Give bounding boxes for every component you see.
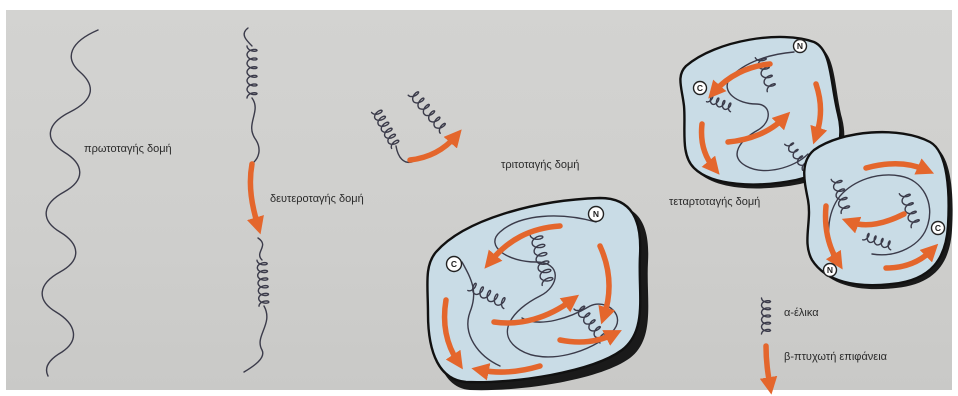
- tertiary-label: τριτοταγής δομή: [501, 159, 579, 171]
- secondary-structure: δευτεροταγής δομή: [244, 28, 364, 372]
- legend-helix-label: α-έλικα: [784, 307, 819, 319]
- svg-text:N: N: [797, 41, 803, 51]
- helix-coil: [372, 110, 399, 148]
- helix-coil: [247, 46, 257, 98]
- secondary-label: δευτεροταγής δομή: [270, 193, 364, 205]
- primary-chain: [42, 30, 98, 376]
- quaternary-2-n-terminus: N: [824, 264, 837, 277]
- tertiary-fragment: τριτοταγής δομή: [372, 92, 580, 171]
- helix-coil: [257, 260, 269, 306]
- secondary-chain-top: [244, 28, 252, 46]
- legend: α-έλικα β-πτυχωτή επιφάνεια: [762, 298, 888, 386]
- fragment-helix-right: [408, 92, 445, 133]
- legend-helix-icon: [762, 298, 771, 334]
- quaternary-label: τεταρτοταγής δομή: [669, 196, 760, 208]
- legend-sheet-item: β-πτυχωτή επιφάνεια: [766, 346, 888, 386]
- tertiary-c-terminus: C: [447, 257, 462, 272]
- secondary-chain-lower: [258, 238, 263, 260]
- primary-structure: πρωτοταγής δομή: [42, 30, 171, 376]
- fragment-helix-left: [372, 110, 399, 148]
- secondary-chain-end: [244, 306, 267, 372]
- legend-sheet-icon: [766, 346, 770, 386]
- svg-text:N: N: [827, 265, 833, 275]
- helix-coil: [408, 92, 445, 133]
- secondary-sheet-arrow: [250, 164, 258, 226]
- secondary-helix-top: [247, 46, 257, 98]
- quaternary-subunit-2: N C: [804, 132, 952, 289]
- helix-coil: [762, 298, 771, 334]
- svg-text:C: C: [697, 83, 703, 93]
- legend-helix-item: α-έλικα: [762, 298, 820, 334]
- fragment-sheet-arrow: [410, 136, 456, 160]
- secondary-helix-bottom: [257, 260, 269, 306]
- svg-text:N: N: [593, 209, 599, 219]
- legend-sheet-label: β-πτυχωτή επιφάνεια: [784, 351, 888, 363]
- quaternary-1-n-terminus: N: [794, 40, 807, 53]
- svg-text:C: C: [935, 223, 941, 233]
- primary-label: πρωτοταγής δομή: [84, 143, 172, 155]
- svg-text:C: C: [451, 259, 457, 269]
- tertiary-structure: N C: [427, 198, 648, 390]
- quaternary-structure: N C N C τεταρτοταγής: [669, 37, 953, 289]
- quaternary-2-c-terminus: C: [932, 222, 945, 235]
- tertiary-n-terminus: N: [589, 207, 604, 222]
- secondary-chain-mid: [252, 98, 259, 162]
- quaternary-1-c-terminus: C: [694, 82, 707, 95]
